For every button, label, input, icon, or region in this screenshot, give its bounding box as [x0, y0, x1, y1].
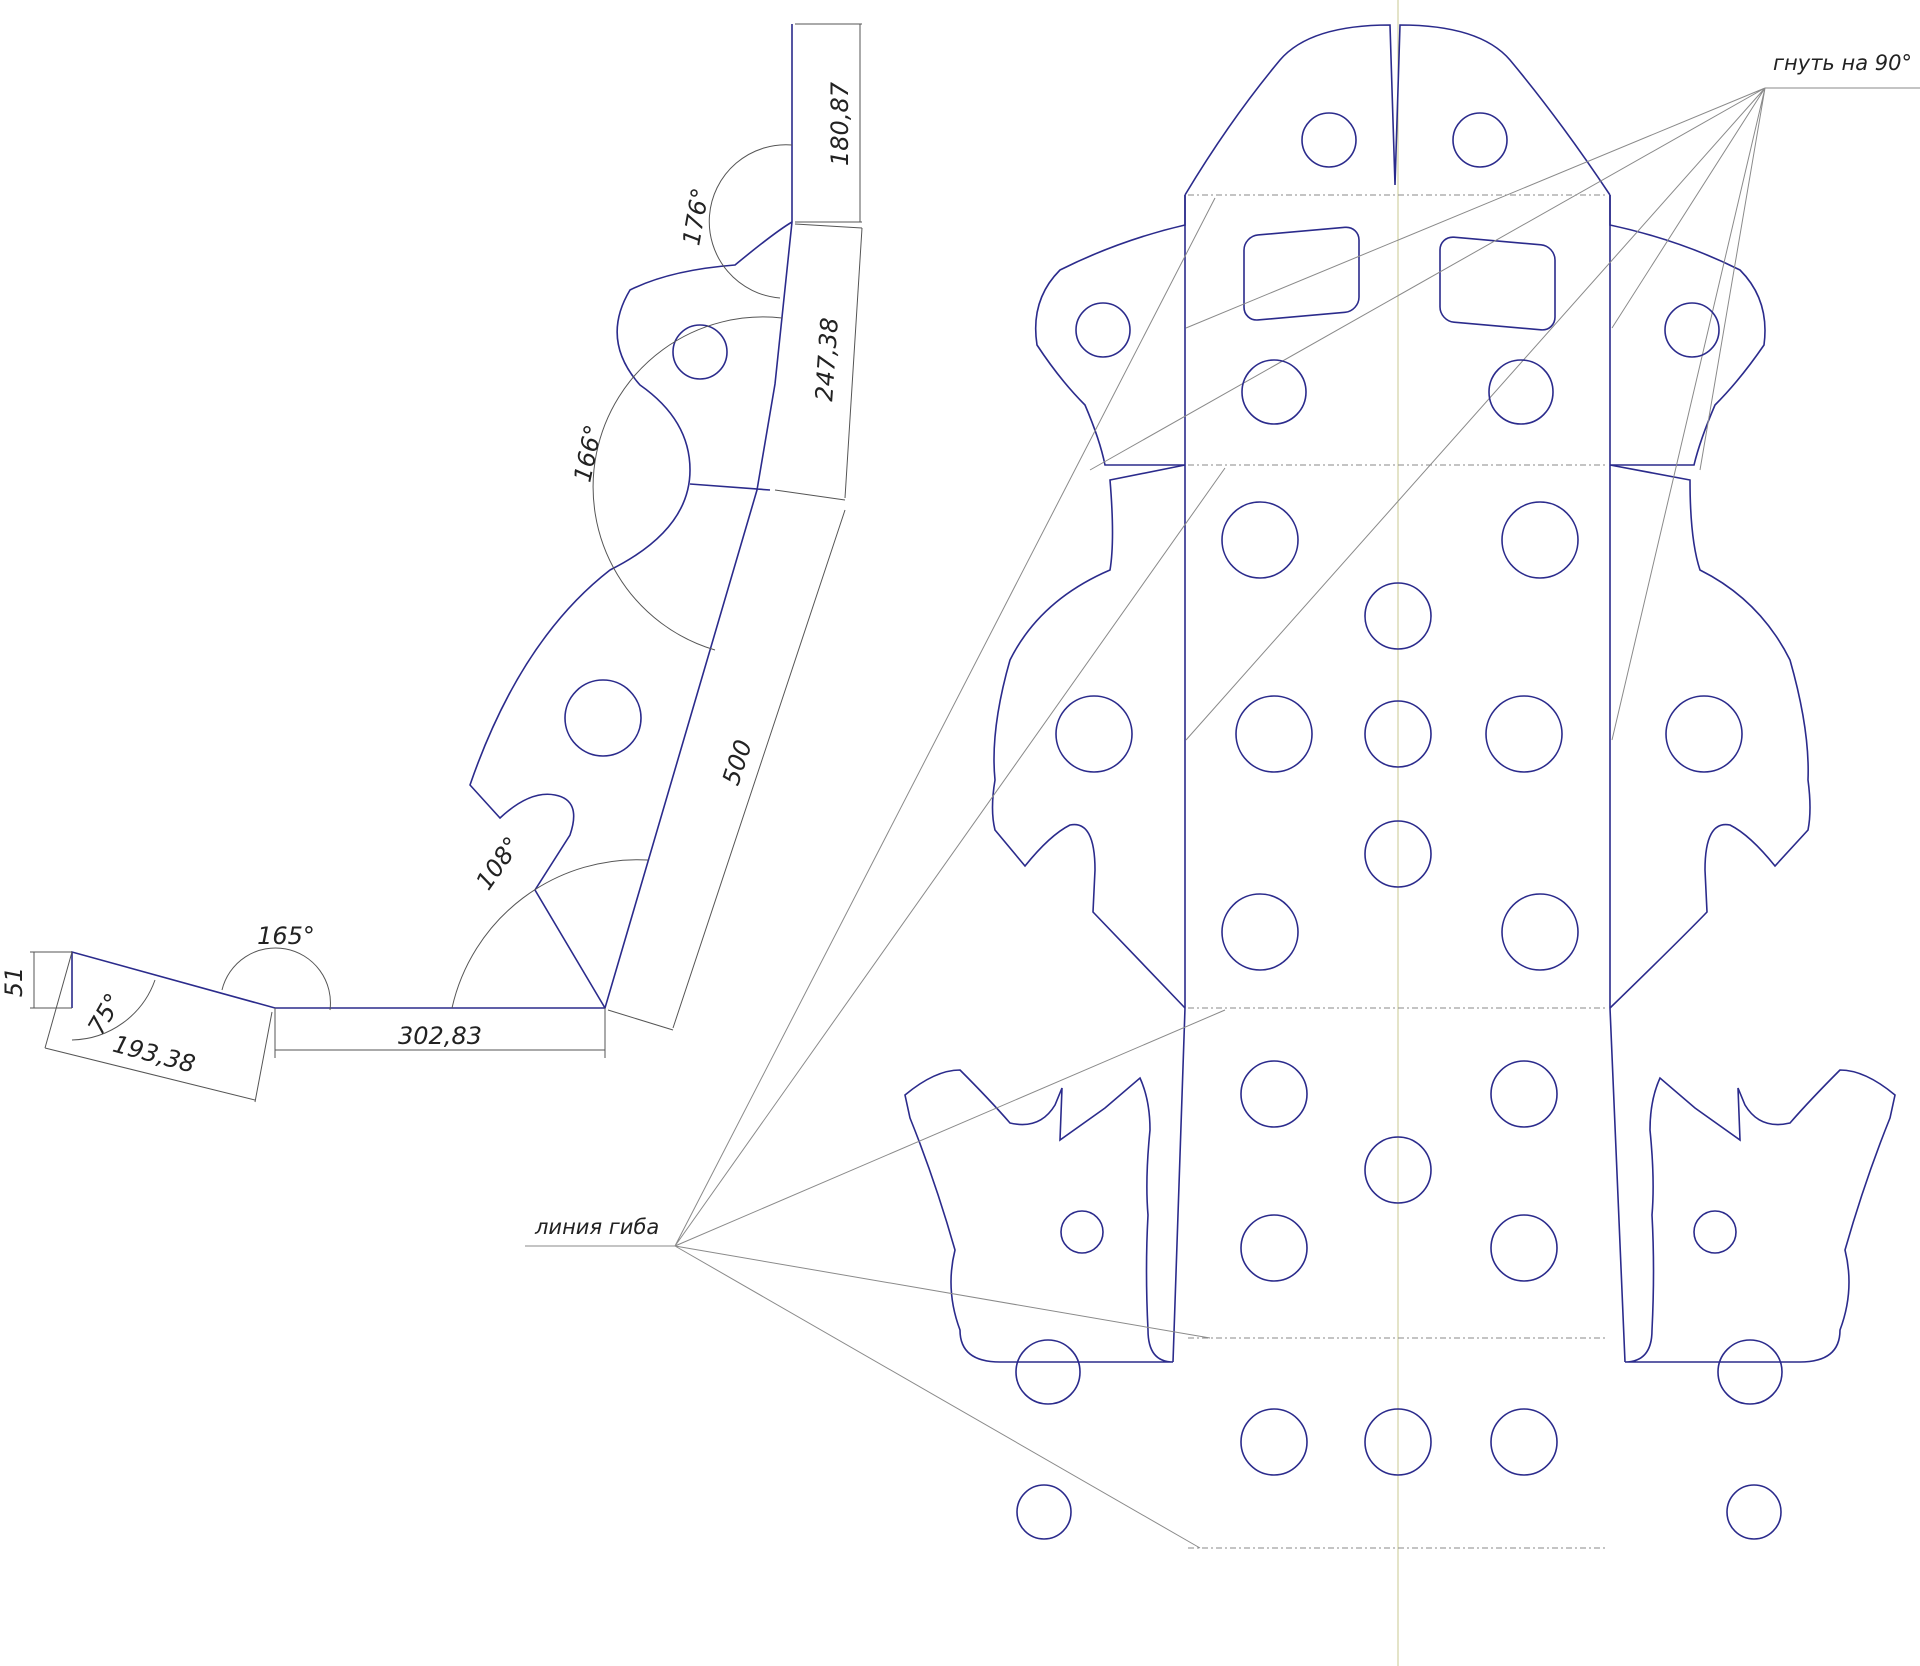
- hole: [1665, 695, 1743, 773]
- slot-right: [1439, 236, 1556, 331]
- hole: [1726, 1484, 1782, 1540]
- dim-500: 500: [717, 736, 758, 788]
- note-bend-line: линия гиба: [534, 1215, 659, 1239]
- hole: [1501, 893, 1579, 971]
- hole: [1490, 1214, 1558, 1282]
- hole: [1490, 1060, 1558, 1128]
- dim-247-38: 247,38: [810, 317, 844, 403]
- hole: [1241, 359, 1307, 425]
- hole: [1490, 1408, 1558, 1476]
- hole: [1364, 700, 1432, 768]
- slot-left: [1243, 226, 1360, 321]
- dim-51: 51: [0, 967, 28, 998]
- hole: [1364, 820, 1432, 888]
- dim-193-38: 193,38: [110, 1030, 198, 1079]
- hole: [1488, 359, 1554, 425]
- flat-pattern: гнуть на 90° линия гиба: [525, 0, 1920, 1666]
- hole: [1055, 695, 1133, 773]
- pattern-lower-left-flap: [904, 1069, 1174, 1363]
- hole: [1717, 1339, 1783, 1405]
- hole: [1364, 582, 1432, 650]
- angle-arcs: [71, 144, 793, 1041]
- dim-302-83: 302,83: [398, 1022, 482, 1050]
- hole: [1485, 695, 1563, 773]
- profile-outline: [71, 24, 793, 1009]
- pattern-right-wing: [1609, 464, 1811, 1009]
- hole: [1060, 1210, 1104, 1254]
- hole: [1664, 302, 1720, 358]
- pattern-holes: [1015, 112, 1783, 1540]
- dim-180-87: 180,87: [826, 81, 854, 166]
- hole: [1240, 1214, 1308, 1282]
- hole: [1301, 112, 1357, 168]
- hole: [1016, 1484, 1072, 1540]
- hole: [1221, 893, 1299, 971]
- pattern-left-wing: [991, 464, 1186, 1009]
- hole: [1235, 695, 1313, 773]
- angle-166: 166°: [568, 422, 607, 484]
- pattern-center-strip: [1172, 195, 1626, 1363]
- hole: [1452, 112, 1508, 168]
- angle-165: 165°: [257, 922, 315, 950]
- pattern-head-outline: [1034, 24, 1766, 466]
- profile-hole-small: [672, 324, 728, 380]
- hole: [1075, 302, 1131, 358]
- note-bend-90: гнуть на 90°: [1773, 51, 1912, 75]
- hole: [1693, 1210, 1737, 1254]
- pattern-lower-right-flap: [1624, 1069, 1896, 1363]
- hole: [1364, 1408, 1432, 1476]
- hole: [1240, 1408, 1308, 1476]
- dim-lines: [30, 23, 863, 1103]
- hole: [1240, 1060, 1308, 1128]
- hole: [1221, 501, 1299, 579]
- angle-108: 108°: [470, 832, 526, 895]
- hole: [1501, 501, 1579, 579]
- profile-hole-large: [564, 679, 642, 757]
- side-profile: 180,87 247,38 500 302,83 193,38 51 176° …: [0, 23, 863, 1103]
- hole: [1015, 1339, 1081, 1405]
- angle-176: 176°: [677, 186, 715, 248]
- leader-lines: [525, 87, 1920, 1549]
- hole: [1364, 1136, 1432, 1204]
